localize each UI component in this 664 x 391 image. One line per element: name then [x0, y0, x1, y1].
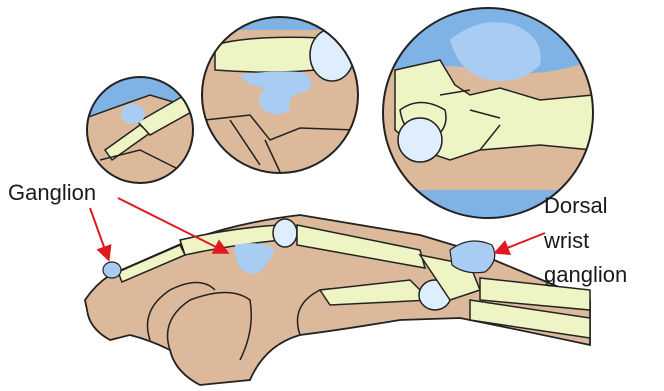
dorsal-wrist-ganglion-label-line3: ganglion — [544, 262, 627, 288]
inset-finger-joint-ganglion — [200, 15, 360, 175]
inset-wrist-ganglion — [383, 8, 593, 218]
dorsal-wrist-ganglion-label-line1: Dorsal — [544, 193, 608, 219]
inset-finger-ganglion — [80, 70, 200, 190]
dorsal-wrist-ganglion-label-line2: wrist — [544, 228, 589, 254]
arrow-to-wrist-ganglion — [497, 233, 545, 252]
arrow-to-fingertip-ganglion — [90, 208, 108, 258]
arrow-to-finger-ganglion — [118, 198, 226, 252]
ganglion-label: Ganglion — [8, 180, 96, 206]
hand-illustration — [85, 215, 590, 385]
